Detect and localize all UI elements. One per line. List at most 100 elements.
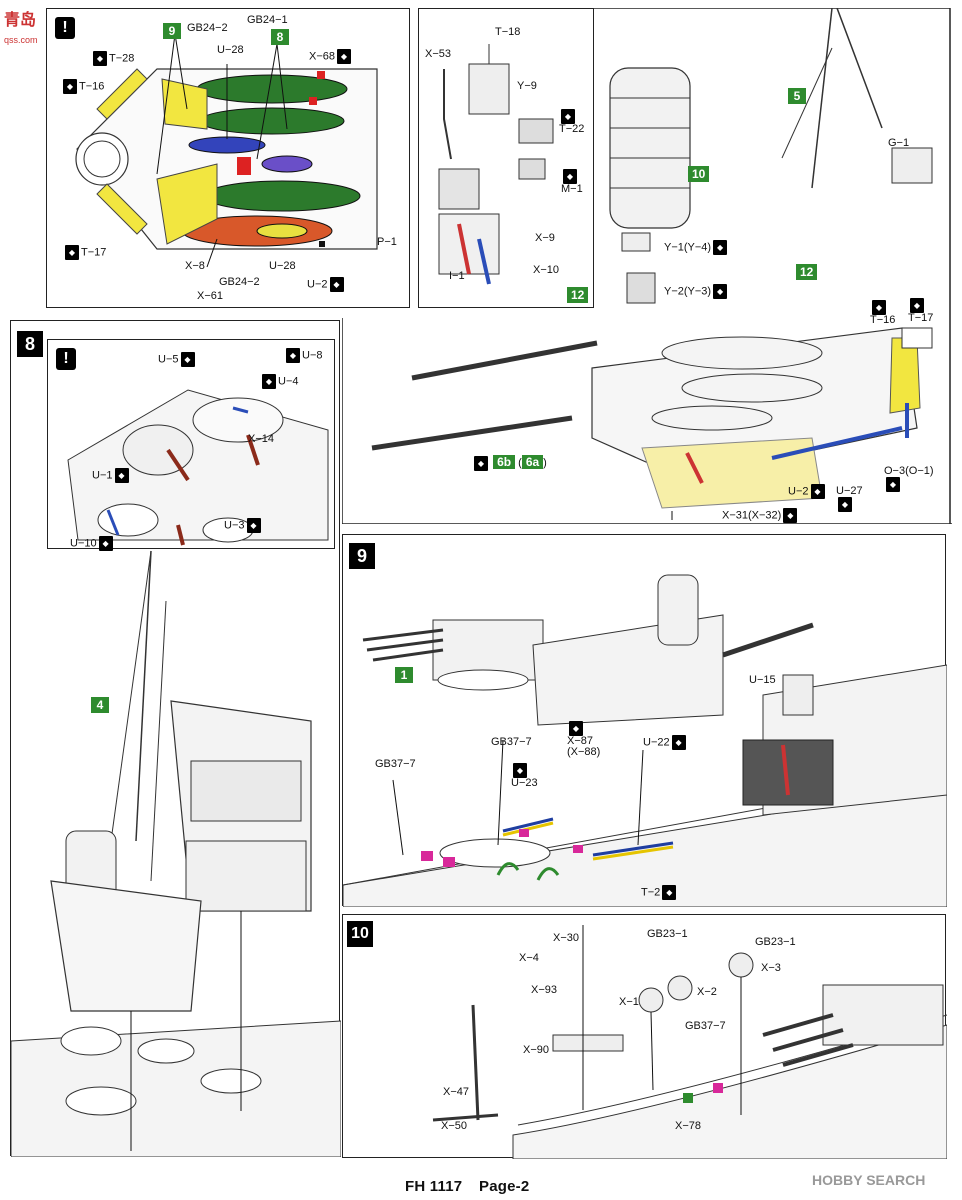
step-number-9: 9 bbox=[349, 543, 375, 569]
label-x14: X−14 bbox=[248, 433, 274, 445]
step-ref-badge-9: 9 bbox=[163, 23, 181, 39]
label-x50: X−50 bbox=[441, 1120, 467, 1132]
parts-drawing bbox=[438, 44, 554, 285]
step8-detail-inset: ! U−5 U−8 U−4 X−14 U−1 U−3 U−10 bbox=[47, 339, 335, 551]
boats-drawing bbox=[75, 33, 378, 268]
label-u10: U−10 bbox=[70, 536, 115, 551]
label-x3: X−3 bbox=[761, 962, 781, 974]
step-ref-badge-6a: 6a bbox=[521, 455, 544, 469]
part-tree-icon bbox=[513, 763, 527, 778]
label-x8: X−8 bbox=[185, 260, 205, 272]
label-y1-y4: Y−1(Y−4) bbox=[664, 240, 729, 255]
label-gb37-7-step10: GB37−7 bbox=[685, 1020, 726, 1032]
label-u15: U−15 bbox=[749, 674, 776, 686]
label-x61: X−61 bbox=[197, 290, 223, 302]
label-u3: U−3 bbox=[224, 518, 263, 533]
label-u5: U−5 bbox=[158, 352, 197, 367]
label-t28: T−28 bbox=[91, 51, 134, 66]
label-y2-y3: Y−2(Y−3) bbox=[664, 284, 729, 299]
step9-panel: 9 1 U−15 GB37−7 bbox=[342, 534, 947, 907]
label-u28-top: U−28 bbox=[217, 44, 244, 56]
label-o3-o1: O−3(O−1) bbox=[884, 466, 934, 492]
part-tree-icon bbox=[569, 721, 583, 736]
label-p1: P−1 bbox=[377, 236, 397, 248]
label-gb24-2-bottom: GB24−2 bbox=[219, 276, 260, 288]
step-ref-badge-1: 1 bbox=[395, 667, 413, 683]
label-y9: Y−9 bbox=[517, 80, 537, 92]
label-x47: X−47 bbox=[443, 1086, 469, 1098]
label-u8: U−8 bbox=[284, 348, 323, 363]
page-footer: FH 1117 Page-2 bbox=[405, 1178, 529, 1195]
label-x53: X−53 bbox=[425, 48, 451, 60]
label-u4: U−4 bbox=[260, 374, 299, 389]
part-tree-icon bbox=[671, 735, 686, 750]
step10-drawing bbox=[432, 925, 947, 1159]
part-tree-icon bbox=[329, 277, 344, 292]
step8-main-drawing bbox=[11, 550, 341, 1157]
label-u2-main: U−2 bbox=[788, 484, 827, 499]
step-ref-badge-12a: 12 bbox=[567, 287, 589, 303]
label-x68: X−68 bbox=[309, 49, 353, 64]
label-x31-x32: X−31(X−32) bbox=[722, 508, 799, 523]
step-number-8: 8 bbox=[17, 331, 43, 357]
label-gb24-2-top: GB24−2 bbox=[187, 22, 228, 34]
label-u2: U−2 bbox=[307, 277, 346, 292]
part-tree-icon bbox=[180, 352, 195, 367]
part-tree-icon bbox=[713, 240, 728, 255]
step-ref-badge-10: 10 bbox=[688, 166, 710, 182]
part-tree-icon bbox=[662, 885, 677, 900]
label-gb23-1-right: GB23−1 bbox=[755, 936, 796, 948]
part-tree-icon bbox=[246, 518, 261, 533]
step10-panel: 10 X−30 GB23−1 GB23−1 X−4 X−3 X−93 X−1 X… bbox=[342, 914, 947, 1159]
label-t16: T−16 bbox=[61, 79, 104, 94]
label-x90: X−90 bbox=[523, 1044, 549, 1056]
step-ref-badge-5: 5 bbox=[788, 88, 806, 104]
step8-panel: 8 ! U−5 U−8 U−4 X−14 U−1 U−3 U−10 bbox=[10, 320, 341, 1157]
label-x4: X−4 bbox=[519, 952, 539, 964]
footer-page: Page-2 bbox=[479, 1178, 530, 1195]
label-x9: X−9 bbox=[535, 232, 555, 244]
part-tree-icon bbox=[872, 300, 886, 315]
label-t17-main: T−17 bbox=[908, 298, 933, 324]
label-u27: U−27 bbox=[836, 486, 863, 512]
label-x87: X−87(X−88) bbox=[567, 721, 600, 758]
label-x93: X−93 bbox=[531, 984, 557, 996]
part-tree-icon bbox=[65, 245, 79, 260]
step-ref-badge-6b: 6b bbox=[493, 455, 516, 469]
watermark-brand: 青岛 bbox=[4, 12, 37, 29]
label-m1: M−1 bbox=[561, 169, 583, 195]
caution-icon: ! bbox=[55, 17, 75, 39]
watermark-right-brand: HOBBY SEARCH bbox=[812, 1172, 926, 1188]
parts-panel: 12 T−18 X−53 Y−9 T−22 M−1 X−9 X−10 I−1 bbox=[418, 8, 594, 308]
main-assembly-area: 10 5 12 Y−1(Y−4) Y−2(Y−3) G−1 T−16 T−17 … bbox=[342, 8, 952, 524]
label-t2: T−2 bbox=[641, 885, 678, 900]
label-u23: U−23 bbox=[511, 763, 538, 789]
hobby-search-watermark: HOBBY SEARCH bbox=[812, 1172, 925, 1188]
step9-drawing bbox=[343, 574, 947, 907]
part-tree-icon bbox=[474, 455, 488, 471]
part-tree-icon bbox=[810, 484, 825, 499]
label-x30: X−30 bbox=[553, 932, 579, 944]
label-u22: U−22 bbox=[643, 735, 688, 750]
step-ref-badge-8: 8 bbox=[271, 29, 289, 45]
label-t22: T−22 bbox=[559, 109, 584, 135]
part-tree-icon bbox=[783, 508, 798, 523]
label-gb24-1: GB24−1 bbox=[247, 14, 288, 26]
step-ref-badge-4: 4 bbox=[91, 697, 109, 713]
label-t16-main: T−16 bbox=[870, 300, 895, 326]
label-gb37-7-left: GB37−7 bbox=[375, 758, 416, 770]
label-i1: I−1 bbox=[449, 270, 465, 282]
part-tree-icon bbox=[286, 348, 300, 363]
footer-code: FH 1117 bbox=[405, 1178, 463, 1195]
label-6b-6a: 6b (6a) bbox=[472, 454, 547, 471]
label-g1: G−1 bbox=[888, 137, 910, 149]
step8-detail-drawing bbox=[67, 389, 329, 546]
label-x2: X−2 bbox=[697, 986, 717, 998]
label-x10: X−10 bbox=[533, 264, 559, 276]
label-u28-bottom: U−28 bbox=[269, 260, 296, 272]
label-gb37-7-mid: GB37−7 bbox=[491, 736, 532, 748]
step-ref-badge-12b: 12 bbox=[796, 264, 818, 280]
part-tree-icon bbox=[114, 468, 129, 483]
part-tree-icon bbox=[886, 477, 900, 492]
label-t18: T−18 bbox=[495, 26, 521, 38]
